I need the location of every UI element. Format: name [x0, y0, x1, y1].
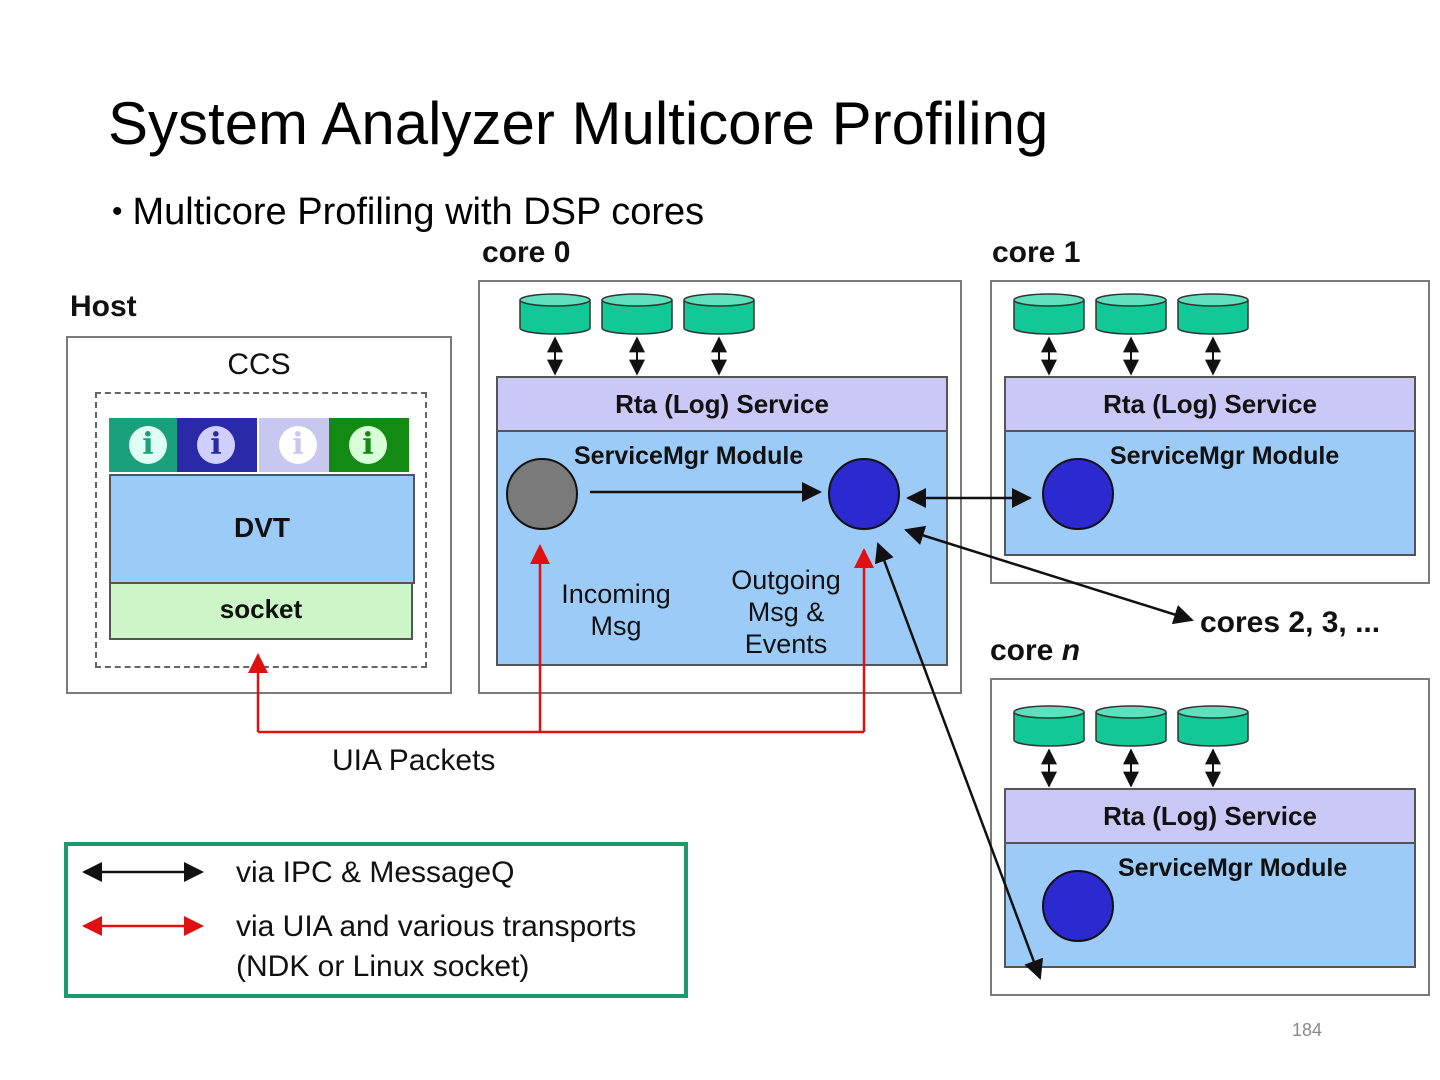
- legend-uia-label-line1: via UIA and various transports: [236, 910, 637, 943]
- coren-service-node-circle: [1042, 870, 1114, 942]
- ccs-label: CCS: [227, 348, 291, 381]
- log-buffer-cylinder-top: [1177, 705, 1249, 719]
- log-buffers: [519, 293, 1249, 788]
- core0-rta-service: Rta (Log) Service: [496, 376, 948, 432]
- core0-module-label: ServiceMgr Module: [574, 442, 804, 470]
- socket-box: socket: [109, 584, 413, 640]
- core0-service-node-circle: [828, 458, 900, 530]
- host-label: Host: [70, 290, 137, 323]
- log-buffer-cylinder: [519, 300, 591, 335]
- socket-label: socket: [219, 594, 303, 624]
- log-buffer-cylinder: [1177, 712, 1249, 747]
- core1-label: core 1: [992, 236, 1081, 269]
- outgoing-msg-label: Outgoing Msg & Events: [706, 564, 866, 660]
- log-buffer-cylinder-top: [519, 293, 591, 307]
- coren-module-label: ServiceMgr Module: [1118, 854, 1348, 882]
- legend-uia-label-line2: (NDK or Linux socket): [236, 950, 530, 983]
- legend-ipc-label: via IPC & MessageQ: [236, 856, 515, 889]
- coren-label-var: n: [1061, 634, 1081, 667]
- incoming-node-circle: [506, 458, 578, 530]
- log-buffer-cylinder: [1095, 712, 1167, 747]
- log-buffer-cylinder: [683, 300, 755, 335]
- info-icon-strip: i i i i: [109, 418, 413, 472]
- log-buffer-cylinder-top: [601, 293, 673, 307]
- core0-coren-ipc-arrow: [874, 542, 1044, 980]
- dvt-label: DVT: [234, 512, 290, 543]
- log-buffer-cylinder-top: [1013, 705, 1085, 719]
- outgoing-line: Events: [744, 629, 828, 659]
- incoming-line: Msg: [590, 611, 642, 641]
- info-icon: i: [259, 418, 339, 472]
- bullet-text: Multicore Profiling with DSP cores: [132, 191, 705, 233]
- uia-packets-label: UIA Packets: [332, 744, 496, 777]
- incoming-line: Incoming: [561, 579, 671, 609]
- slide-title: System Analyzer Multicore Profiling: [108, 90, 1049, 157]
- log-buffer-cylinder-top: [1095, 705, 1167, 719]
- info-icon: i: [177, 418, 257, 472]
- log-buffer-cylinder-top: [683, 293, 755, 307]
- log-buffer-cylinder: [601, 300, 673, 335]
- host-box: CCS i i i i DVT socket: [66, 336, 452, 694]
- page-number: 184: [1292, 1020, 1323, 1040]
- incoming-msg-label: Incoming Msg: [536, 578, 696, 642]
- core0-cores-more-ipc-arrow: [904, 525, 1194, 625]
- cores-more-label: cores 2, 3, ...: [1200, 606, 1381, 639]
- bullet-dot: •: [112, 195, 123, 228]
- core0-label: core 0: [482, 236, 571, 269]
- log-buffer-cylinder: [1177, 300, 1249, 335]
- bullet-item: • Multicore Profiling with DSP cores: [112, 190, 704, 237]
- coren-rta-service: Rta (Log) Service: [1004, 788, 1416, 844]
- log-buffer-cylinder-top: [1095, 293, 1167, 307]
- info-icon: i: [329, 418, 409, 472]
- log-buffer-cylinder-top: [1177, 293, 1249, 307]
- log-buffer-cylinder-top: [1013, 293, 1085, 307]
- core1-rta-service: Rta (Log) Service: [1004, 376, 1416, 432]
- outgoing-line: Outgoing: [731, 565, 841, 595]
- core1-module-label: ServiceMgr Module: [1110, 442, 1340, 470]
- outgoing-line: Msg &: [747, 597, 825, 627]
- info-icon: i: [109, 418, 189, 472]
- legend-box: via IPC & MessageQ via UIA and various t…: [64, 842, 688, 998]
- log-buffer-cylinder: [1013, 300, 1085, 335]
- dvt-box: DVT: [109, 474, 415, 584]
- log-buffer-cylinder: [1095, 300, 1167, 335]
